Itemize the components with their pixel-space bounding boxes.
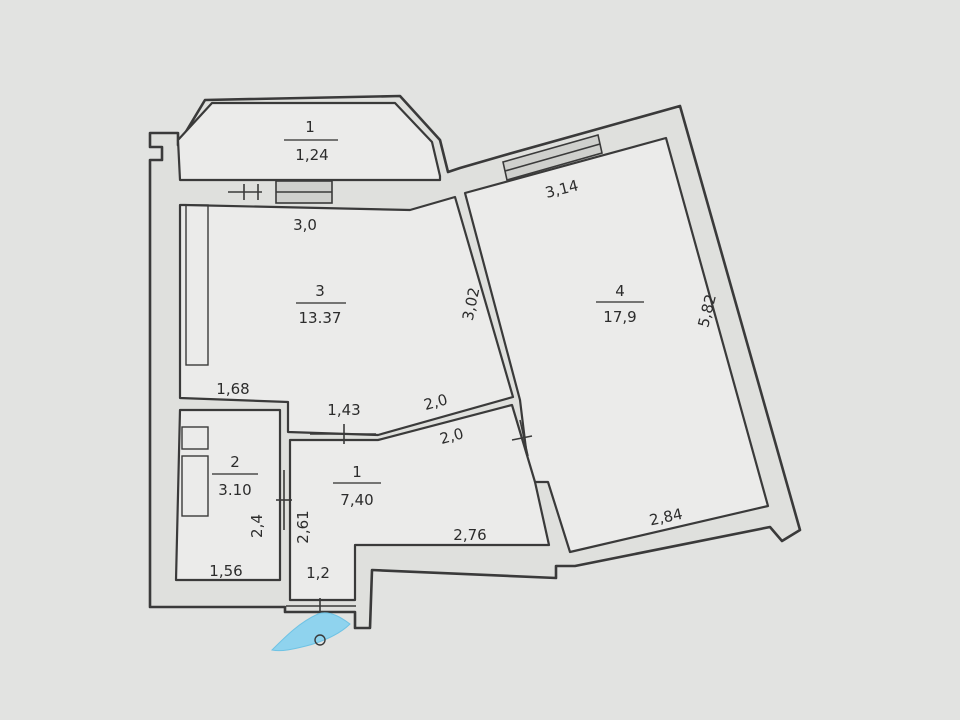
blue-scribble-marker: [270, 612, 351, 652]
room-2-area: 3.10: [218, 481, 251, 499]
room-1-number: 1: [352, 463, 362, 481]
dim-1-43: 1,43: [327, 401, 360, 419]
dim-1-68: 1,68: [216, 380, 249, 398]
balcony-area: 1,24: [295, 146, 328, 164]
bath-fixture-top: [181, 426, 209, 450]
dim-1-2: 1,2: [306, 564, 330, 582]
room-4-space: [463, 136, 770, 554]
dim-3-0: 3,0: [293, 216, 317, 234]
room-4-number: 4: [615, 282, 625, 300]
room-4-area: 17,9: [603, 308, 636, 326]
room-1-area: 7,40: [340, 491, 373, 509]
room-2-space: [174, 408, 282, 582]
dim-2-0-lower: 2,0: [438, 424, 466, 448]
balcony-number: 1: [305, 118, 315, 136]
room-3-area: 13.37: [299, 309, 342, 327]
dim-2-4: 2,4: [248, 514, 266, 538]
balcony-space: [176, 101, 442, 182]
room-2-number: 2: [230, 453, 240, 471]
bath-fixture-bottom: [181, 455, 209, 517]
dim-2-0-upper: 2,0: [422, 390, 450, 414]
dim-1-56: 1,56: [209, 562, 242, 580]
kitchen-counter: [185, 204, 209, 366]
dim-2-76: 2,76: [453, 526, 486, 544]
window-room-4-pane: [504, 143, 601, 172]
room-3-number: 3: [315, 282, 325, 300]
entry-mark: [314, 634, 326, 646]
door-ticks: [228, 184, 533, 614]
dim-2-61: 2,61: [294, 510, 312, 543]
room-1-space: [288, 403, 551, 602]
